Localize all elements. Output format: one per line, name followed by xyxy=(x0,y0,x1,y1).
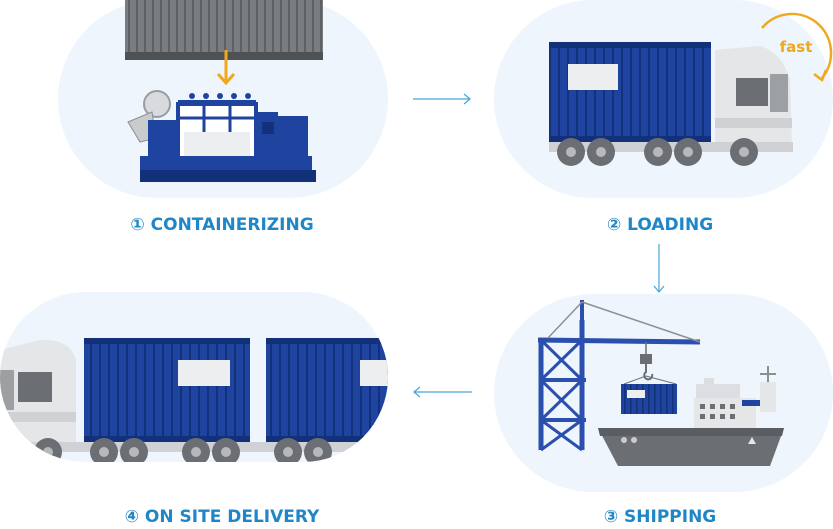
step-containerizing: ① CONTAINERIZING xyxy=(58,0,388,235)
ship-icon xyxy=(598,366,784,466)
fast-rotate-icon xyxy=(761,12,833,82)
step-on-site-delivery: ④ ON SITE DELIVERY xyxy=(0,292,388,527)
arrow-down-icon xyxy=(653,244,665,293)
crane-hook-icon xyxy=(623,342,677,385)
step-label-loading: ② LOADING xyxy=(607,215,713,235)
truck-icon xyxy=(0,338,388,462)
arrow-right-icon xyxy=(413,93,471,105)
generator-icon xyxy=(127,90,316,182)
arrow-left-icon xyxy=(413,386,472,398)
step-loading: fast ② LOADING xyxy=(494,0,833,235)
container-icon xyxy=(621,384,677,414)
step-label-shipping: ③ SHIPPING xyxy=(604,507,717,525)
truck-icon xyxy=(549,42,793,166)
step-shipping: ③ SHIPPING xyxy=(494,294,833,527)
arrow-down-icon xyxy=(216,50,236,86)
crane-icon xyxy=(537,300,701,452)
step-label-on-site-delivery: ④ ON SITE DELIVERY xyxy=(125,507,320,525)
fast-badge-label: fast xyxy=(780,38,813,56)
step-label-containerizing: ① CONTAINERIZING xyxy=(130,215,313,235)
container-icon xyxy=(125,0,323,60)
